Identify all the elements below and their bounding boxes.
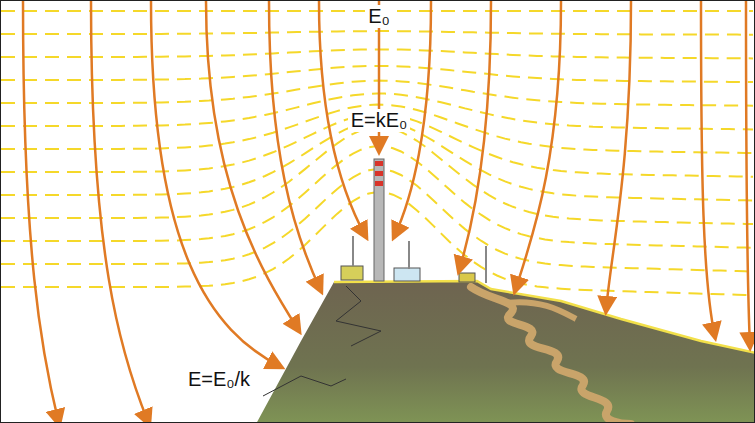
mast: [352, 236, 354, 266]
fence: [263, 376, 346, 396]
mountain: [256, 281, 755, 423]
fence: [336, 286, 381, 346]
mast: [485, 246, 487, 283]
equipotential-line: [1, 49, 753, 58]
building: [394, 268, 420, 281]
field-label: E=E₀/k: [185, 368, 253, 391]
mast: [408, 241, 410, 269]
road: [506, 302, 576, 319]
equipotential-line: [1, 66, 753, 82]
tower-stripe: [375, 161, 383, 166]
ground-outline: [334, 281, 755, 353]
equipotential-line: [1, 31, 753, 35]
field-lines: [23, 1, 750, 423]
building: [341, 266, 363, 280]
equipotential-lines: [1, 11, 753, 295]
tower-stripe: [375, 181, 383, 186]
building: [459, 273, 475, 282]
field-label: E=kE₀: [348, 109, 411, 132]
tower-stripe: [375, 171, 383, 176]
field-label: E₀: [365, 5, 393, 28]
tower: [374, 159, 384, 281]
